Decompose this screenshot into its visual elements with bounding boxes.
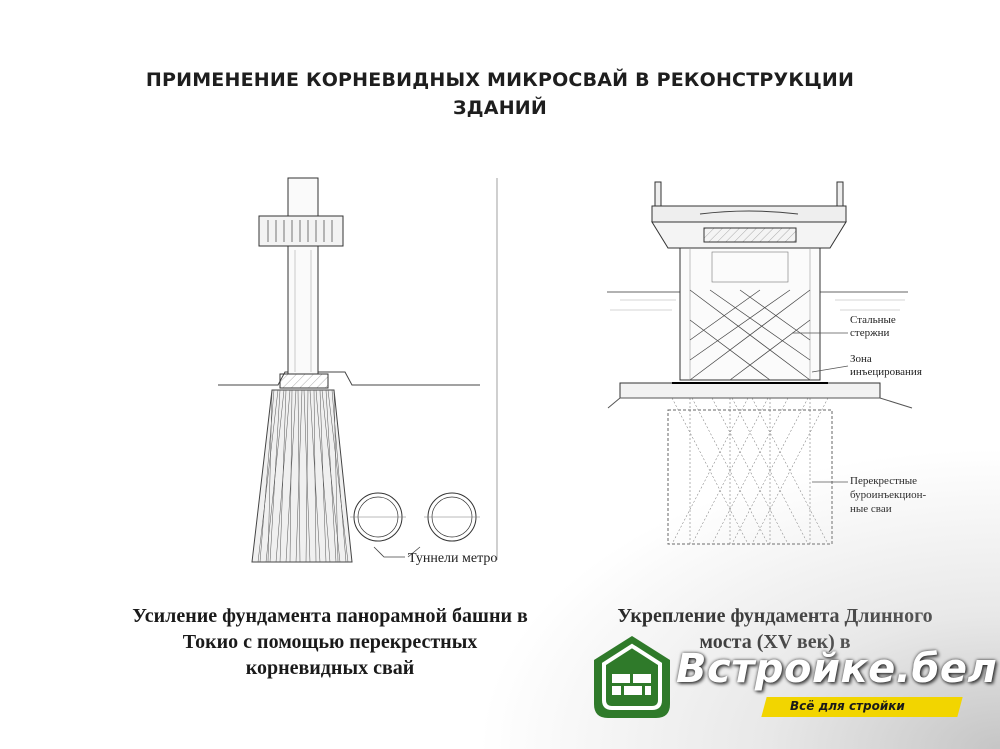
pier-body <box>679 247 821 381</box>
caption-left: Усиление фундамента панорамной башни в Т… <box>100 603 560 681</box>
brand-slogan: Всё для стройки <box>790 699 905 713</box>
caption-right-line-1: Укрепление фундамента Длинного <box>617 605 933 627</box>
tower-top-shaft <box>287 177 319 217</box>
brand-logo <box>594 636 670 718</box>
piles-label-1: Перекрестные <box>850 475 917 487</box>
bridge-deck <box>651 205 847 223</box>
tower-drawing <box>218 177 498 563</box>
zone-label-1: Зона <box>850 353 872 365</box>
brand-name: Встройке.бел <box>676 646 998 692</box>
steel-label-1: Стальные <box>850 314 896 326</box>
pier-footing <box>619 382 881 399</box>
caption-left-line-2: Токио с помощью перекрестных <box>182 631 478 653</box>
tower-shaft <box>287 245 319 375</box>
tunnel-leader <box>373 546 405 558</box>
piles-label-3: ные сваи <box>850 503 892 515</box>
observation-deck <box>258 215 344 247</box>
caption-left-line-3: корневидных свай <box>245 657 415 679</box>
caption-left-line-1: Усиление фундамента панорамной башни в <box>132 605 528 627</box>
cross-piles <box>671 397 829 545</box>
injection-zone <box>667 409 833 545</box>
steel-label-2: стержни <box>850 327 890 339</box>
zone-label-2: инъецирования <box>850 366 922 378</box>
tower-base <box>279 373 329 389</box>
piles-label-2: буроинъекцион- <box>850 489 927 501</box>
ground-line <box>218 371 480 386</box>
tunnel-label: Туннели метро <box>408 551 497 566</box>
bricks-icon <box>612 674 651 695</box>
